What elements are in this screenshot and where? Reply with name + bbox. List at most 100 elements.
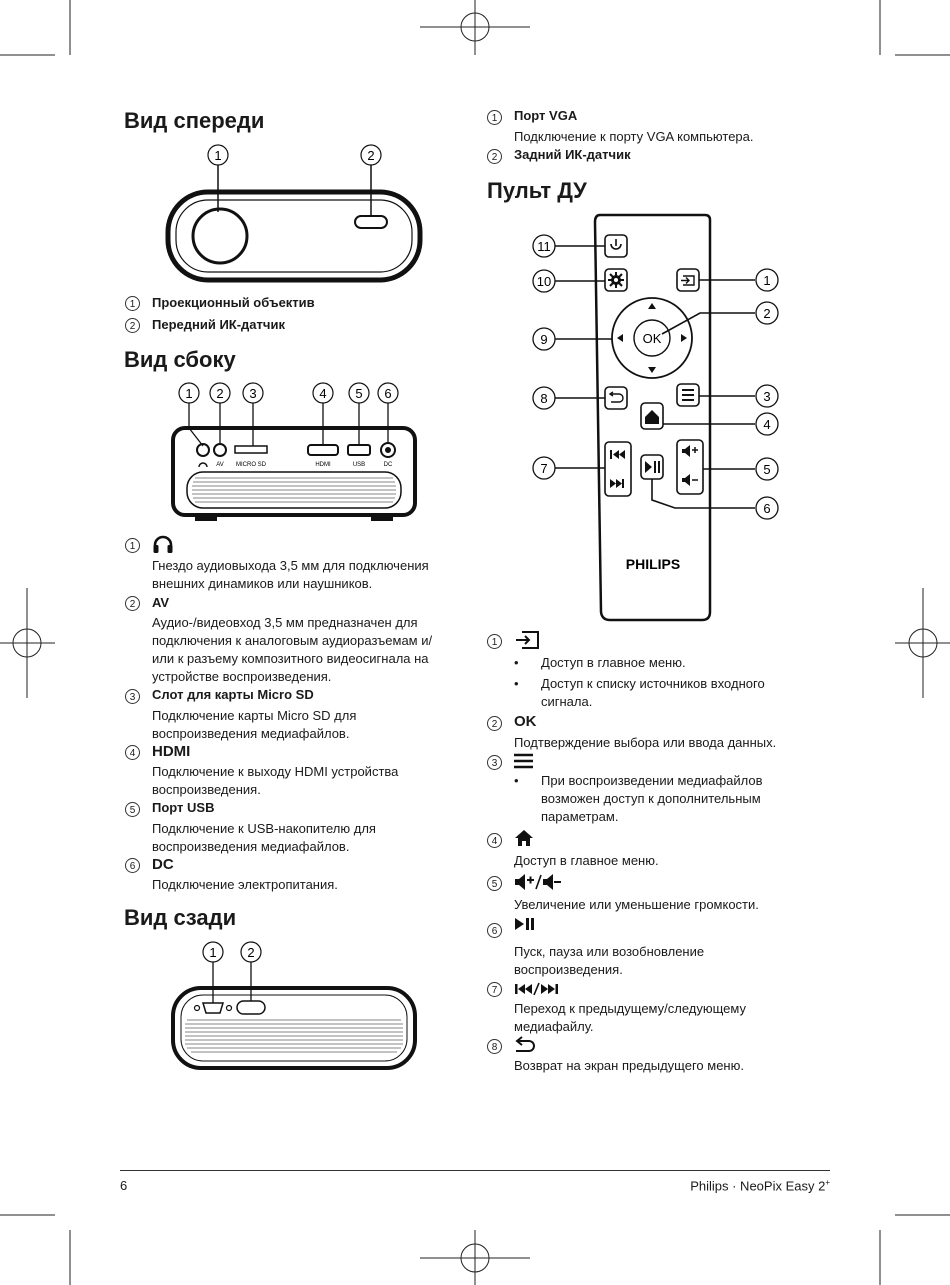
projector-front-illustration: 1 2	[165, 144, 423, 283]
rear-item-title-2: Задний ИК-датчик	[514, 147, 631, 162]
side-item-5-line-1: Подключение к USB-накопителю для	[152, 821, 376, 836]
front-item-number-1: 1	[125, 296, 140, 311]
remote-heading: Пульт ДУ	[487, 178, 587, 203]
rear-view-heading: Вид сзади	[124, 905, 237, 930]
remote-item-1-bullet-2: •Доступ к списку источников входного	[514, 676, 765, 691]
remote-item-number-2: 2	[487, 716, 502, 731]
remote-item-number-8: 8	[487, 1039, 502, 1054]
remote-callout-7: 7	[540, 461, 547, 476]
side-view-heading: Вид сбоку	[124, 347, 236, 372]
front-callout-2: 2	[367, 148, 374, 163]
remote-callout-8: 8	[540, 391, 547, 406]
side-item-title-6: DC	[152, 856, 174, 873]
side-item-title-4: HDMI	[152, 743, 191, 760]
remote-item-7-line-2: медиафайлу.	[514, 1019, 594, 1034]
port-label-av: AV	[216, 462, 224, 468]
rear-callout-2: 2	[247, 945, 254, 960]
remote-item-3-bullet-1-line-2: возможен доступ к дополнительным	[541, 791, 761, 806]
side-item-5-line-2: воспроизведения медиафайлов.	[152, 839, 350, 854]
side-item-number-4: 4	[125, 745, 140, 760]
port-label-microsd: MICRO SD	[236, 462, 267, 468]
side-item-number-2: 2	[125, 596, 140, 611]
side-callout-4: 4	[319, 386, 326, 401]
footer-product-sup: +	[825, 1178, 830, 1187]
remote-callout-5: 5	[763, 462, 770, 477]
port-label-usb: USB	[353, 462, 365, 468]
port-label-dc: DC	[384, 462, 393, 468]
side-item-2-line-1: Аудио-/видеовход 3,5 мм предназначен для	[152, 615, 418, 630]
remote-item-number-7: 7	[487, 982, 502, 997]
footer-divider	[120, 1170, 830, 1171]
side-item-2-line-2: подключения к аналоговым аудиоразъемам и…	[152, 633, 433, 648]
front-item-number-2: 2	[125, 318, 140, 333]
remote-item-3-bullet-1-line-1: При воспроизведении медиафайлов	[541, 773, 763, 788]
remote-item-6-line-1: Пуск, пауза или возобновление	[514, 944, 705, 959]
remote-item-3-bullet-1-line-3: параметрам.	[541, 809, 619, 824]
headphones-icon	[153, 535, 173, 553]
side-item-number-6: 6	[125, 858, 140, 873]
remote-item-3-bullet-1: •При воспроизведении медиафайлов	[514, 773, 763, 788]
prev-next-icon	[515, 982, 558, 996]
side-item-2-line-4: устройстве воспроизведения.	[152, 669, 332, 684]
side-item-4-line-1: Подключение к выходу HDMI устройства	[152, 764, 399, 779]
remote-ok-label: OK	[643, 331, 662, 346]
remote-item-number-3: 3	[487, 755, 502, 770]
remote-item-6-line-2: воспроизведения.	[514, 962, 623, 977]
remote-item-number-5: 5	[487, 876, 502, 891]
remote-item-1-bullet-1-text: Доступ в главное меню.	[541, 655, 686, 670]
remote-callout-9: 9	[540, 332, 547, 347]
front-item-title-2: Передний ИК-датчик	[152, 317, 285, 332]
side-callout-6: 6	[384, 386, 391, 401]
remote-item-number-4: 4	[487, 833, 502, 848]
side-item-2-line-3: или к разъему композитного видеосигнала …	[152, 651, 429, 666]
front-callout-1: 1	[214, 148, 221, 163]
remote-callout-4: 4	[763, 417, 770, 432]
remote-callout-10: 10	[537, 274, 551, 289]
side-callout-1: 1	[185, 386, 192, 401]
remote-control-illustration: OK PHILIPS 11 10 9 8	[532, 213, 779, 622]
rear-callout-1: 1	[209, 945, 216, 960]
page-number: 6	[120, 1178, 128, 1193]
side-item-3-line-1: Подключение карты Micro SD для	[152, 708, 357, 723]
side-item-number-5: 5	[125, 802, 140, 817]
home-icon	[515, 830, 533, 846]
footer-product-name: Philips · NeoPix Easy 2	[690, 1178, 826, 1194]
remote-brand: PHILIPS	[626, 556, 680, 572]
front-item-title-1: Проекционный объектив	[152, 295, 315, 310]
side-item-title-3: Слот для карты Micro SD	[152, 687, 314, 702]
menu-icon	[514, 753, 533, 769]
remote-callout-6: 6	[763, 501, 770, 516]
rear-item-1-line-1: Подключение к порту VGA компьютера.	[514, 129, 754, 144]
remote-item-8-line-1: Возврат на экран предыдущего меню.	[514, 1058, 744, 1073]
remote-item-5-line-1: Увеличение или уменьшение громкости.	[514, 897, 759, 912]
remote-callout-3: 3	[763, 389, 770, 404]
remote-callout-2: 2	[763, 306, 770, 321]
side-item-1-line-1: Гнездо аудиовыхода 3,5 мм для подключени…	[152, 558, 429, 573]
rear-item-number-2: 2	[487, 149, 502, 164]
remote-callout-11: 11	[537, 239, 551, 254]
remote-item-4-line-1: Доступ в главное меню.	[514, 853, 659, 868]
side-item-4-line-2: воспроизведения.	[152, 782, 261, 797]
side-item-6-line-1: Подключение электропитания.	[152, 877, 338, 892]
side-callout-5: 5	[355, 386, 362, 401]
remote-item-2-line-1: Подтверждение выбора или ввода данных.	[514, 735, 777, 750]
remote-item-1-bullet-2-line-1: Доступ к списку источников входного	[541, 676, 765, 691]
side-item-number-1: 1	[125, 538, 140, 553]
remote-item-number-1: 1	[487, 634, 502, 649]
rear-item-title-1: Порт VGA	[514, 108, 578, 123]
side-callout-2: 2	[216, 386, 223, 401]
remote-callout-1: 1	[763, 273, 770, 288]
projector-rear-illustration: 1 2	[171, 941, 417, 1070]
side-item-1-line-2: внешних динамиков или наушников.	[152, 576, 373, 591]
side-item-3-line-2: воспроизведения медиафайлов.	[152, 726, 350, 741]
play-pause-icon	[515, 918, 534, 930]
footer-product: Philips · NeoPix Easy 2+	[690, 1178, 830, 1193]
remote-item-title-2: OK	[514, 713, 537, 730]
remote-item-7-line-1: Переход к предыдущему/следующему	[514, 1001, 746, 1016]
volume-up-down-icon	[515, 874, 561, 890]
side-item-title-5: Порт USB	[152, 800, 215, 815]
side-item-title-2: AV	[152, 595, 170, 610]
rear-item-number-1: 1	[487, 110, 502, 125]
source-icon	[516, 631, 539, 649]
